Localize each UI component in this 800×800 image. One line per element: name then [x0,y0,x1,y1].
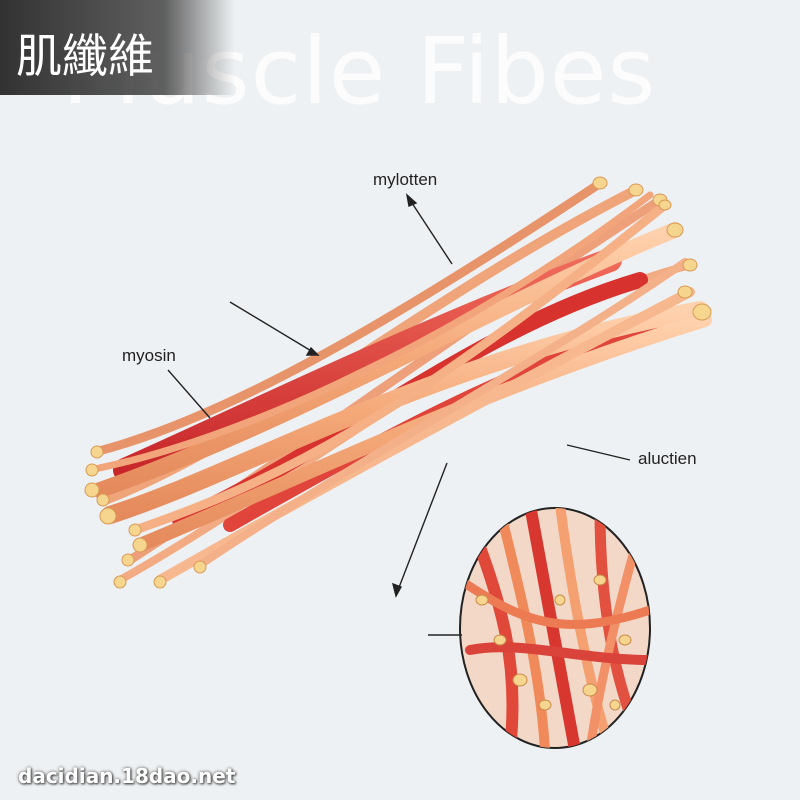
leader-myosin [167,369,211,419]
title-badge [0,0,235,95]
arrow-left [229,301,314,353]
fiber-bundle [84,176,712,589]
label-aluctien: aluctien [638,449,697,468]
arrow-down [397,462,448,591]
label-myosin: myosin [122,346,176,365]
site-watermark: dacidian.18dao.net [18,764,236,788]
zoom-cross-section [459,507,651,749]
leader-aluctien [566,444,631,461]
leader-lines [167,193,631,636]
badge-text: 肌纖維 [16,29,154,83]
arrow-top [409,199,453,265]
label-mylotten: mylotten [373,170,438,189]
